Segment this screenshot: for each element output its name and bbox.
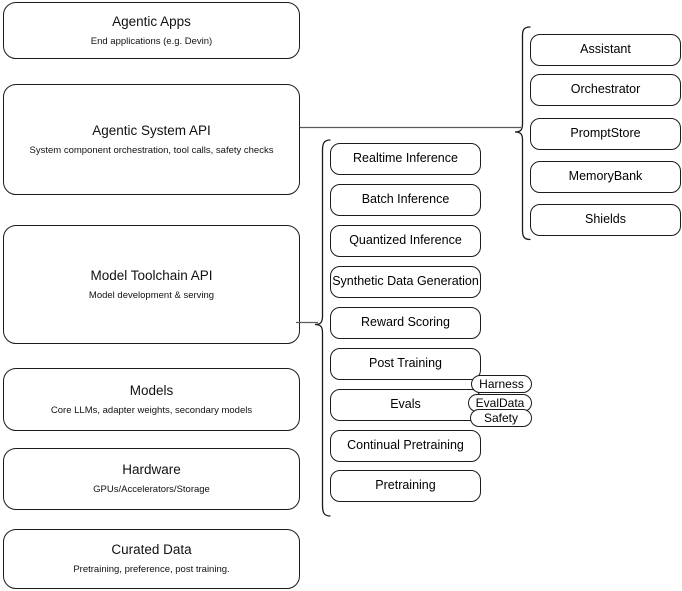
stack-layer-agentic-apps[interactable]: Agentic Apps End applications (e.g. Devi… [3, 2, 300, 59]
agentic-component-assistant[interactable]: Assistant [530, 34, 681, 66]
toolchain-api-continual-pretraining[interactable]: Continual Pretraining [330, 430, 481, 462]
toolchain-api-label: Batch Inference [361, 192, 450, 207]
eval-subcomponent-evaldata[interactable]: EvalData [468, 394, 532, 412]
stack-layer-agentic-system-api[interactable]: Agentic System API System component orch… [3, 84, 300, 195]
toolchain-api-label: Pretraining [375, 478, 436, 493]
agentic-component-orchestrator[interactable]: Orchestrator [530, 74, 681, 106]
eval-subcomponent-harness[interactable]: Harness [471, 375, 532, 393]
eval-subcomponent-safety[interactable]: Safety [470, 409, 532, 427]
stack-layer-model-toolchain-api[interactable]: Model Toolchain API Model development & … [3, 225, 300, 344]
connector-agentic-system-to-components [300, 120, 525, 136]
stack-layer-models[interactable]: Models Core LLMs, adapter weights, secon… [3, 368, 300, 431]
toolchain-api-quantized-inference[interactable]: Quantized Inference [330, 225, 481, 257]
stack-layer-subtitle: Model development & serving [88, 289, 215, 301]
toolchain-api-post-training[interactable]: Post Training [330, 348, 481, 380]
stack-layer-subtitle: Pretraining, preference, post training. [73, 564, 230, 575]
brace-agentic-system-components [513, 26, 533, 241]
toolchain-api-pretraining[interactable]: Pretraining [330, 470, 481, 502]
agentic-component-promptstore[interactable]: PromptStore [530, 118, 681, 150]
eval-subcomponent-label: Safety [483, 410, 519, 425]
toolchain-api-label: Evals [390, 397, 421, 412]
agentic-component-shields[interactable]: Shields [530, 204, 681, 236]
agentic-component-label: Shields [585, 212, 626, 227]
toolchain-api-label: Post Training [369, 356, 442, 371]
toolchain-api-label: Continual Pretraining [347, 438, 464, 453]
eval-subcomponent-label: EvalData [475, 395, 525, 410]
toolchain-api-label: Reward Scoring [361, 315, 450, 330]
toolchain-api-reward-scoring[interactable]: Reward Scoring [330, 307, 481, 339]
toolchain-api-realtime-inference[interactable]: Realtime Inference [330, 143, 481, 175]
stack-layer-title: Hardware [122, 462, 181, 478]
stack-layer-subtitle: Core LLMs, adapter weights, secondary mo… [50, 404, 253, 416]
agentic-component-label: Assistant [580, 42, 631, 57]
stack-layer-title: Model Toolchain API [90, 267, 213, 283]
stack-layer-title: Agentic Apps [112, 13, 191, 29]
stack-layer-curated-data[interactable]: Curated Data Pretraining, preference, po… [3, 529, 300, 589]
toolchain-api-label: Quantized Inference [349, 233, 462, 248]
brace-toolchain-apis [313, 139, 333, 517]
stack-layer-subtitle: System component orchestration, tool cal… [29, 144, 274, 156]
toolchain-api-label: Realtime Inference [353, 151, 458, 166]
eval-subcomponent-label: Harness [479, 376, 524, 391]
toolchain-api-batch-inference[interactable]: Batch Inference [330, 184, 481, 216]
stack-layer-subtitle: End applications (e.g. Devin) [90, 35, 213, 47]
stack-layer-title: Agentic System API [92, 122, 211, 138]
connector-toolchain-to-apis [296, 315, 326, 331]
stack-layer-hardware[interactable]: Hardware GPUs/Accelerators/Storage [3, 448, 300, 510]
toolchain-api-synthetic-data-generation[interactable]: Synthetic Data Generation [330, 266, 481, 298]
agentic-component-label: PromptStore [570, 126, 641, 141]
agentic-component-label: MemoryBank [568, 169, 643, 184]
stack-layer-title: Models [129, 382, 174, 398]
toolchain-api-evals[interactable]: Evals [330, 389, 481, 421]
stack-layer-subtitle: GPUs/Accelerators/Storage [93, 484, 210, 495]
toolchain-api-label: Synthetic Data Generation [332, 274, 479, 289]
agentic-component-memorybank[interactable]: MemoryBank [530, 161, 681, 193]
stack-layer-title: Curated Data [111, 542, 192, 558]
agentic-component-label: Orchestrator [570, 82, 641, 97]
